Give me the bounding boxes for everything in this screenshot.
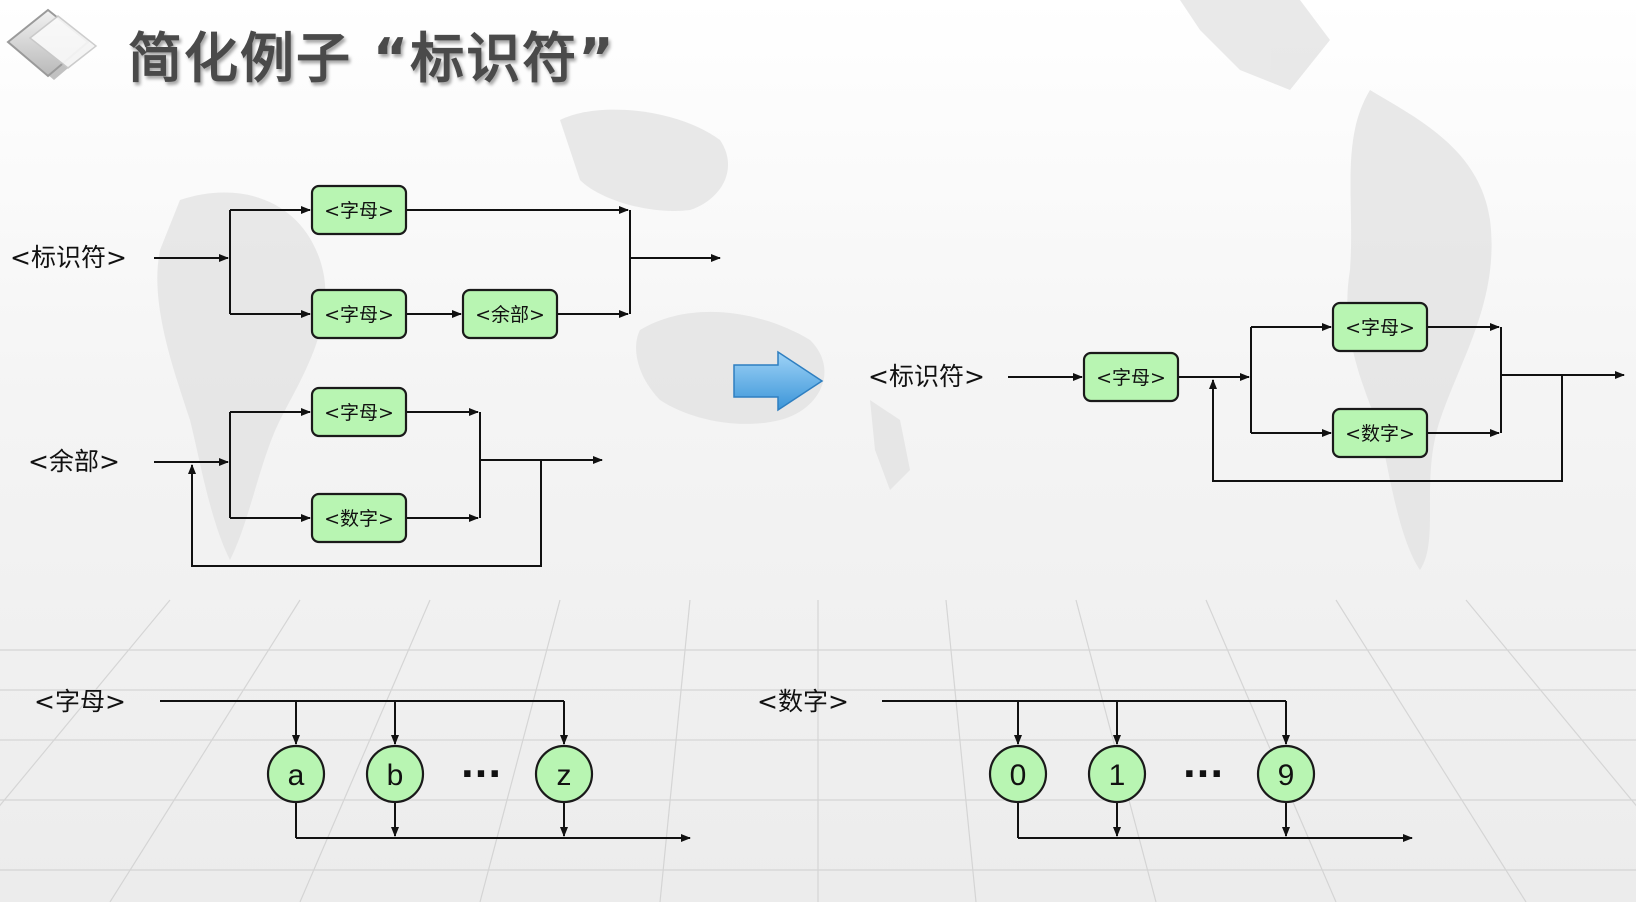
page-title: 简化例子 “标识符” — [128, 27, 616, 90]
rest-digit-label: <数字> — [324, 508, 394, 530]
box-letter-bottom-label: <字母> — [324, 304, 394, 326]
box-letter-first — [1082, 351, 1180, 403]
box-rest-label: <余部> — [475, 304, 545, 326]
diamond-logo-icon — [6, 8, 98, 80]
rest-label: <余部> — [28, 447, 120, 476]
simplified-digit-loop-label: <数字> — [1345, 423, 1415, 445]
digit-ellipsis: ··· — [1182, 754, 1223, 795]
terminal-1-label: 1 — [1109, 759, 1126, 792]
terminal-1 — [1087, 744, 1147, 804]
letter-ellipsis: ··· — [460, 754, 501, 795]
simplified-letter-loop-label: <字母> — [1345, 317, 1415, 339]
identifier-simplified-label: <标识符> — [868, 362, 985, 391]
box-letter-top-label: <字母> — [324, 200, 394, 222]
box-letter-bottom — [310, 288, 408, 340]
terminal-b-label: b — [387, 759, 404, 792]
box-rest — [461, 288, 559, 340]
letter-label: <字母> — [34, 687, 126, 716]
terminal-z — [534, 744, 594, 804]
rest-letter-label: <字母> — [324, 402, 394, 424]
box-digit-loop — [1331, 407, 1429, 459]
box-rest-digit — [310, 492, 408, 544]
identifier-original-label: <标识符> — [10, 243, 127, 272]
box-letter-top — [310, 184, 408, 236]
digit-label: <数字> — [757, 687, 849, 716]
terminal-z-label: z — [557, 759, 572, 792]
right-arrow-icon — [733, 350, 824, 412]
terminal-a — [266, 744, 326, 804]
terminal-b — [365, 744, 425, 804]
terminal-9 — [1256, 744, 1316, 804]
box-letter-loop — [1331, 301, 1429, 353]
terminal-0 — [988, 744, 1048, 804]
terminal-a-label: a — [288, 759, 305, 792]
simplified-letter-first-label: <字母> — [1096, 367, 1166, 389]
terminal-9-label: 9 — [1278, 759, 1295, 792]
terminal-0-label: 0 — [1010, 759, 1027, 792]
box-rest-letter — [310, 386, 408, 438]
